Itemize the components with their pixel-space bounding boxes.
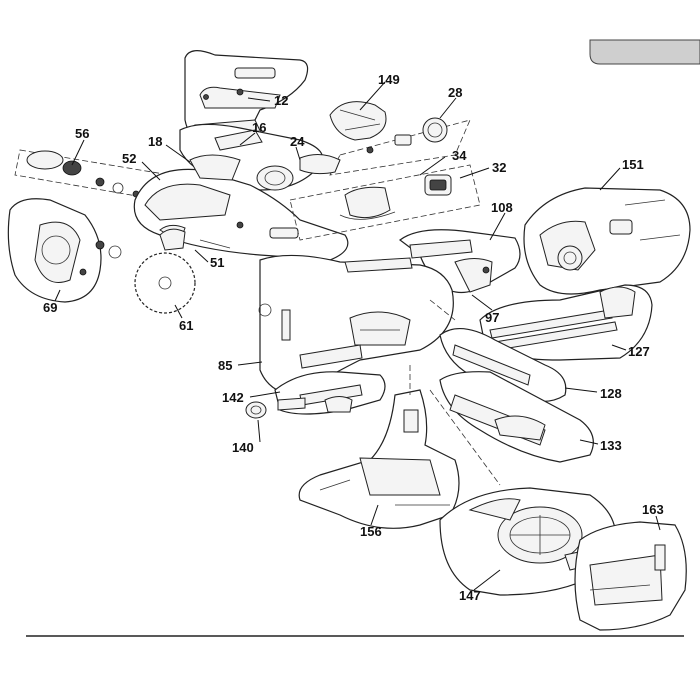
page-tab-marker xyxy=(589,39,700,65)
callout-18: 18 xyxy=(148,134,162,149)
group-156-sliding-base xyxy=(298,389,460,529)
callout-163: 163 xyxy=(642,502,664,517)
callout-149: 149 xyxy=(378,72,400,87)
callout-52: 52 xyxy=(122,151,136,166)
callout-leaders xyxy=(54,81,661,591)
group-108-bevel-lock xyxy=(398,229,521,294)
callout-28: 28 xyxy=(448,85,462,100)
callout-151: 151 xyxy=(622,157,644,172)
group-127-slide-rails xyxy=(479,284,653,361)
group-85-fence-assembly xyxy=(258,254,454,396)
callout-142: 142 xyxy=(222,390,244,405)
callout-133: 133 xyxy=(600,438,622,453)
part-51-guard-link xyxy=(159,228,231,251)
callout-32: 32 xyxy=(492,160,506,175)
callout-97: 97 xyxy=(485,310,499,325)
callout-85: 85 xyxy=(218,358,232,373)
part-140-clamp xyxy=(245,397,306,419)
callout-156: 156 xyxy=(360,524,382,539)
group-163-rear-support xyxy=(574,521,687,631)
group-32-34-switch xyxy=(289,164,481,241)
group-69-lower-guard xyxy=(7,198,122,303)
callout-56: 56 xyxy=(75,126,89,141)
callout-61: 61 xyxy=(179,318,193,333)
group-128-fence-face xyxy=(439,328,567,403)
callout-34: 34 xyxy=(452,148,467,163)
assembly-connectors xyxy=(409,299,501,486)
callout-108: 108 xyxy=(491,200,513,215)
group-52-upper-guard xyxy=(133,154,349,261)
group-147-base-turntable xyxy=(439,487,617,596)
callout-128: 128 xyxy=(600,386,622,401)
callout-12: 12 xyxy=(274,93,288,108)
group-56-spindle xyxy=(14,149,171,201)
group-133-extension-table xyxy=(439,371,594,463)
part-61-saw-blade xyxy=(134,252,196,314)
callout-labels: 149 28 12 56 16 18 24 34 52 32 151 108 5… xyxy=(43,72,664,603)
callout-69: 69 xyxy=(43,300,57,315)
callout-147: 147 xyxy=(459,588,481,603)
callout-24: 24 xyxy=(290,134,305,149)
callout-51: 51 xyxy=(210,255,224,270)
callout-140: 140 xyxy=(232,440,254,455)
callout-16: 16 xyxy=(252,120,266,135)
group-151-rail-head xyxy=(523,187,691,295)
callout-127: 127 xyxy=(628,344,650,359)
part-149-cover xyxy=(329,101,387,141)
